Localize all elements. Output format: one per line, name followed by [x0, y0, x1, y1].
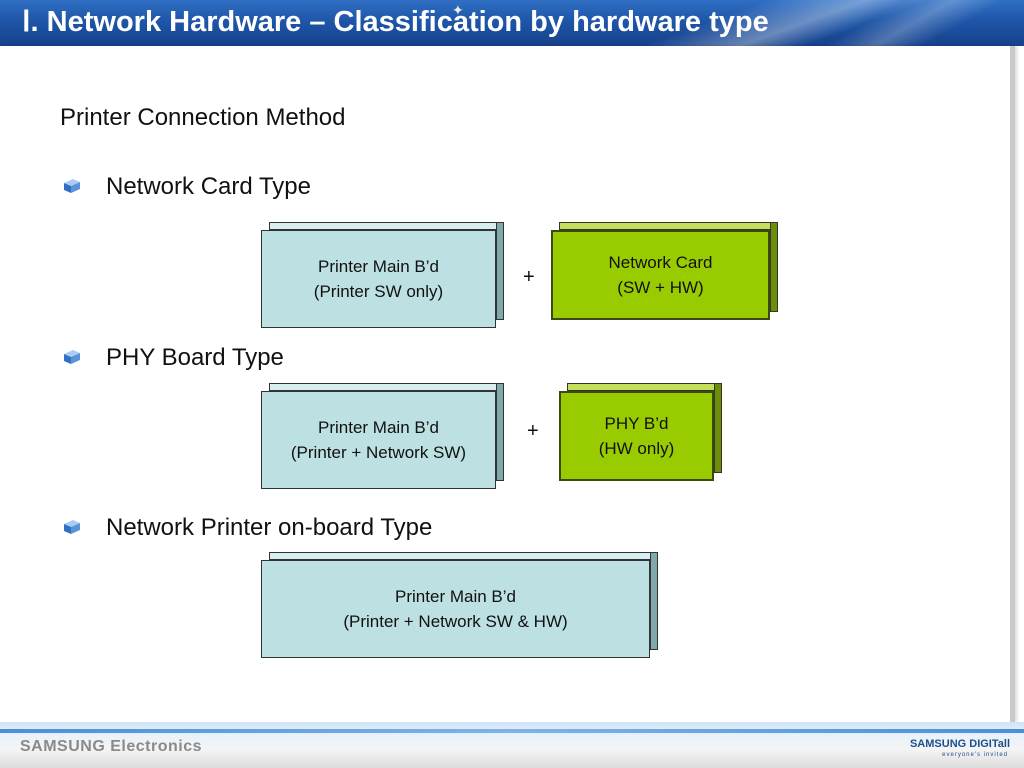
box-line-1: Network Card: [608, 253, 713, 272]
footer-bar: SAMSUNG Electronics SAMSUNG DIGITall eve…: [0, 722, 1024, 768]
network-card-box: Network Card (SW + HW): [551, 222, 778, 320]
box-line-2: (Printer SW only): [313, 282, 444, 301]
box-line-2: (Printer + Network SW): [290, 443, 467, 462]
box-line-1: Printer Main B’d: [395, 587, 516, 606]
logo-tagline: everyone's invited: [942, 752, 1008, 758]
title-bar-shine: [604, 0, 1024, 46]
slide-title: Ⅰ. Network Hardware – Classification by …: [22, 6, 769, 38]
box-line-1: Printer Main B’d: [318, 257, 439, 276]
plus-operator: +: [527, 420, 539, 442]
bullet-label: Network Card Type: [106, 173, 311, 200]
title-bar: ✦ Ⅰ. Network Hardware – Classification b…: [0, 0, 1024, 46]
samsung-digitall-logo: SAMSUNG DIGITall everyone's invited: [910, 736, 1010, 762]
plus-operator: +: [523, 266, 535, 288]
printer-main-board-box: Printer Main B’d (Printer SW only): [261, 222, 504, 328]
box-line-2: (HW only): [598, 439, 675, 458]
sparkle-icon: ✦: [452, 2, 464, 18]
cube-bullet-icon: [64, 179, 80, 193]
box-line-1: PHY B’d: [604, 414, 669, 433]
cube-bullet-icon: [64, 520, 80, 534]
logo-text: SAMSUNG DIGITall: [909, 738, 1010, 750]
samsung-electronics-logo: SAMSUNG Electronics: [20, 738, 202, 755]
content-frame: [0, 46, 1015, 722]
bullet-label: Network Printer on-board Type: [106, 514, 433, 541]
cube-bullet-icon: [64, 350, 80, 364]
box-line-2: (Printer + Network SW & HW): [343, 612, 568, 631]
printer-main-board-onboard-box: Printer Main B’d (Printer + Network SW &…: [261, 552, 658, 658]
footer-accent-line: [0, 729, 1024, 733]
section-heading: Printer Connection Method: [60, 104, 346, 131]
phy-board-box: PHY B’d (HW only): [559, 383, 722, 481]
bullet-label: PHY Board Type: [106, 344, 284, 371]
printer-main-board-box: Printer Main B’d (Printer + Network SW): [261, 383, 504, 489]
box-line-2: (SW + HW): [617, 278, 704, 297]
box-line-1: Printer Main B’d: [318, 418, 439, 437]
